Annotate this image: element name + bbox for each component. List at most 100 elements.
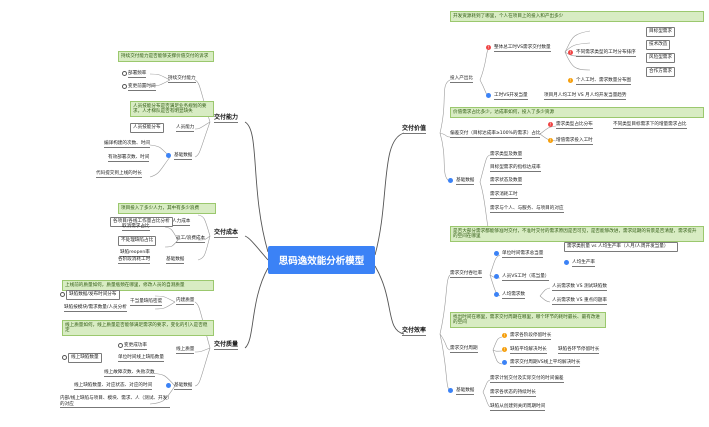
- value-basic-4[interactable]: 需求消耗工时: [490, 192, 518, 199]
- demand-type-2[interactable]: 技术改造: [646, 40, 671, 50]
- blue-info-icon: [494, 292, 499, 297]
- demand-type-1[interactable]: 目标型需求: [646, 27, 675, 37]
- branch-quality[interactable]: 交付质量: [214, 341, 239, 350]
- online-defect-rate[interactable]: 单位时间线上缺陷数量: [118, 355, 164, 362]
- headcount-node[interactable]: 人力成本: [172, 219, 191, 226]
- waste-item-1[interactable]: 取消需求占比: [122, 224, 150, 231]
- blue-info-icon: [448, 388, 453, 393]
- io-row-2[interactable]: 不同需求类型的工时分布排序: [576, 50, 636, 57]
- capability-basic-3[interactable]: 代码提交到上线的时长: [96, 171, 142, 178]
- cost-basic-item[interactable]: 各阶段消耗工时: [118, 257, 151, 264]
- alignment-item-2[interactable]: 不同类型目标需求下的增量需求占比: [613, 122, 687, 129]
- blue-info-icon: [494, 274, 499, 279]
- efficiency-basic-3[interactable]: 缺陷从创建到关闭周期时间: [490, 404, 546, 411]
- value-basic-5[interactable]: 需求与个人、与服务、与项目的对应: [490, 206, 564, 213]
- orange-warning-icon: !: [568, 78, 573, 83]
- cycle-note: 找出时间在哪里，需求交付周期在哪里，哪个环节的耗时最长、最有改进的空间: [450, 312, 606, 329]
- blue-info-icon: [486, 93, 491, 98]
- demand-type-3[interactable]: 风险型需求: [646, 53, 675, 63]
- input-output-node[interactable]: 投入产出比: [450, 76, 473, 83]
- branch-capability[interactable]: 交付能力: [214, 114, 239, 123]
- io-row-5[interactable]: 项目月人均工时 VS 月人均开发当量趋势: [544, 93, 627, 100]
- defect-density[interactable]: 千当量缺陷密度: [130, 299, 163, 306]
- value-basic-3[interactable]: 需求状态及数量: [490, 178, 523, 185]
- ring-icon: [118, 343, 124, 349]
- alignment-node[interactable]: 偏差交付（目标达成率≥100%的需求）占比: [450, 131, 541, 138]
- efficiency-basic-2[interactable]: 需求各状态的持续时长: [490, 390, 536, 397]
- blue-info-icon: [494, 251, 499, 256]
- waste-node[interactable]: 返工/浪费成本: [176, 236, 206, 243]
- quality-basic-node[interactable]: 基础数据: [174, 383, 193, 390]
- throughput-item-3[interactable]: 人均生产率: [572, 260, 595, 267]
- headcount-item[interactable]: 各项目/各线工作量占比分析: [110, 217, 173, 227]
- tech-skill-distribution[interactable]: 人员技能分布: [130, 123, 164, 133]
- branch-cost[interactable]: 交付成本: [214, 229, 239, 238]
- internal-item-2[interactable]: 缺陷按模块/需求数量/人员分析: [64, 305, 127, 312]
- blue-info-icon: [502, 360, 507, 365]
- cycle-item-2[interactable]: 缺陷平均解决时长: [510, 347, 547, 354]
- capability-note: 持续交付能力是否能够支撑价值交付的诉求: [118, 51, 214, 62]
- blue-info-icon: [166, 153, 171, 158]
- waste-item-3[interactable]: 缺陷reopen率: [120, 250, 150, 257]
- value-basic-2[interactable]: 目标型需求的指标达成率: [490, 165, 541, 172]
- capability-basic-node[interactable]: 基础数据: [174, 153, 193, 160]
- waste-item-2[interactable]: 不处理缺陷占比: [118, 236, 157, 246]
- quality-basic-1[interactable]: 线上故障次数、失败次数: [104, 370, 155, 377]
- throughput-item-1[interactable]: 单位时间需求总当量: [502, 251, 544, 258]
- online-note: 线上质量如何，线上质量是否能够满足需求的要求，变化的引入是否稳定: [62, 320, 214, 337]
- efficiency-basic-1[interactable]: 需求计划交付及实际交付的时间偏差: [490, 376, 564, 383]
- strategy-note: 价值需求占比多少，达成率如何，投入了多少资源: [450, 107, 704, 118]
- change-success-rate[interactable]: 变更成功率: [124, 343, 147, 350]
- quality-basic-2[interactable]: 线上缺陷数量、对应状态、对应的时间: [74, 383, 153, 390]
- throughput-item-6[interactable]: 人员需求数 VS 测试缺陷数: [552, 284, 607, 291]
- continuous-delivery-node[interactable]: 持续交付能力: [168, 76, 196, 83]
- io-row-3[interactable]: 个人工时、需求数量分布图: [576, 78, 632, 85]
- cycle-item-1[interactable]: 需求各阶段停留时长: [510, 333, 552, 340]
- throughput-item-7[interactable]: 人员需求数 VS 重点问题率: [552, 298, 607, 305]
- blue-info-icon: [448, 178, 453, 183]
- efficiency-note: 是否大部分需求都能够准时交付，不准时交付的需求原因是否可见，是否能够改进，需求延…: [450, 226, 704, 243]
- blue-info-icon: [166, 383, 171, 388]
- deploy-frequency[interactable]: 部署频率: [128, 71, 147, 78]
- ring-icon: [122, 71, 128, 77]
- online-defect-count[interactable]: 线上缺陷数量: [68, 353, 102, 363]
- io-row-4[interactable]: 工时VS开发当量: [494, 93, 528, 100]
- throughput-item-4[interactable]: 人员VS工时（或当量）: [502, 274, 550, 281]
- capability-basic-2[interactable]: 有效部署次数、时间: [108, 155, 150, 162]
- value-note: 开发资源耗到了哪里，个人在项目上的投入和产出多少: [450, 11, 704, 22]
- online-quality-node[interactable]: 线上质量: [176, 347, 195, 354]
- internal-item-1[interactable]: 缺陷数据/发布时间分布: [66, 290, 120, 300]
- ring-icon: [62, 355, 68, 361]
- tech-node[interactable]: 人员能力: [176, 125, 195, 132]
- cycle-item-4[interactable]: 需求交付周期VS线上平均解决时长: [510, 360, 581, 367]
- throughput-item-5[interactable]: 人均需求数: [502, 292, 525, 299]
- lead-time[interactable]: 变更前置时间: [128, 84, 156, 91]
- throughput-item-2[interactable]: 需求类别量 vs 人均生产率（人月/人周开发当量）: [564, 242, 678, 252]
- io-row-1[interactable]: 整体总工时VS需求交付数量: [494, 45, 551, 52]
- cycle-item-3[interactable]: 缺陷各环节停留时长: [558, 347, 600, 354]
- cycle-node[interactable]: 需求交付周期: [450, 346, 478, 353]
- orange-warning-icon: !: [548, 138, 553, 143]
- throughput-node[interactable]: 需求交付吞吐率: [450, 271, 483, 278]
- branch-value[interactable]: 交付价值: [402, 125, 427, 134]
- ring-icon: [122, 84, 128, 90]
- efficiency-basic-node[interactable]: 基础数据: [456, 388, 475, 395]
- internal-quality-node[interactable]: 内建质量: [176, 298, 195, 305]
- capability-basic-1[interactable]: 编译构建的次数、时间: [104, 141, 150, 148]
- cost-note: 项目投入了多少人力，其中有多少浪费: [118, 203, 216, 214]
- red-alert-icon: !: [568, 50, 573, 55]
- branch-efficiency[interactable]: 交付效率: [402, 327, 427, 336]
- value-basic-node[interactable]: 基础数据: [456, 178, 475, 185]
- alignment-item-1[interactable]: 需求类型占比分布: [556, 122, 593, 129]
- center-topic[interactable]: 思码逸效能分析模型: [268, 246, 375, 274]
- cost-basic-node[interactable]: 基础数据: [166, 257, 185, 264]
- demand-type-4[interactable]: 合作方需求: [646, 67, 675, 77]
- alignment-item-3[interactable]: 增值需求投入工时: [556, 138, 593, 145]
- value-basic-1[interactable]: 需求类型及数量: [490, 152, 523, 159]
- blue-info-icon: [564, 260, 569, 265]
- quality-basic-3[interactable]: 内部/线上缺陷与项目、模块、需求、人（测试、开发）的对应: [60, 396, 170, 409]
- tech-note: 人员技能分布是否满足业务规划的要求，人才梯队是否有明显缺失: [130, 101, 214, 118]
- red-alert-icon: !: [548, 122, 553, 127]
- quality-note: 上线前的质量如何，质量瓶颈在哪里，修改人员的自测质量: [62, 280, 214, 291]
